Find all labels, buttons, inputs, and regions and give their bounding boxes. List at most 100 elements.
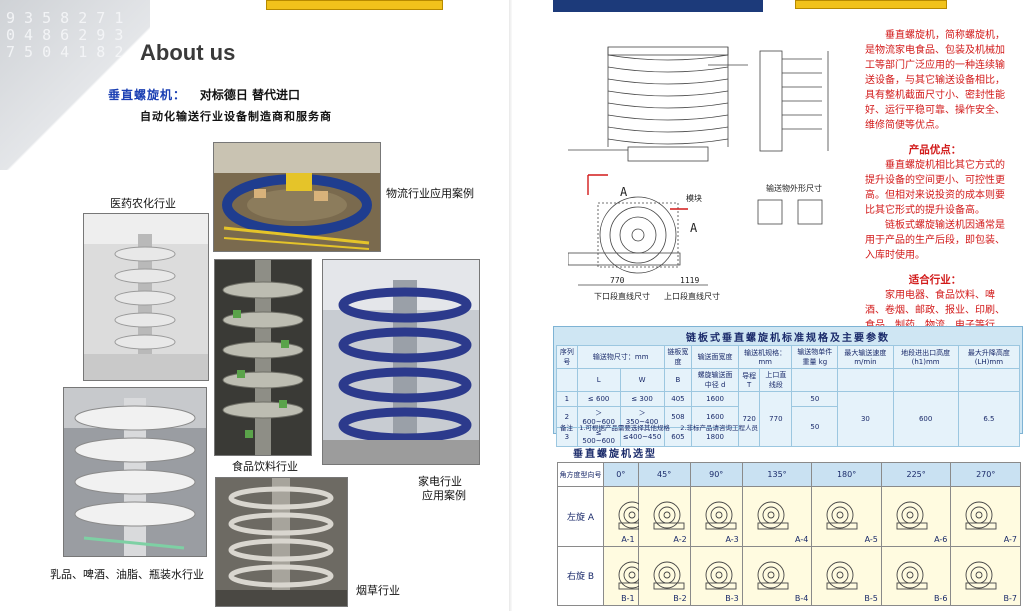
corner-char: 型 [580,470,588,479]
spec-header: 最大升降高度 (LH)mm [957,345,1021,369]
advantages-title: 产品优点： [908,144,962,156]
caption-appliance-2: 应用案例 [422,489,466,502]
product-size-label: 输送物外形尺寸 [766,184,822,193]
angle-header: 135° [741,461,813,488]
selection-code: B-6 [933,594,948,603]
spec-cell: ≤ 600 [576,391,621,407]
selection-cell: B-5 [811,545,882,607]
spec-title: 链板式垂直螺旋机标准规格及主要参数 [686,333,890,344]
selection-cell: A-7 [950,486,1021,547]
selection-cell: B-1 [603,545,650,607]
tobacco-photo [215,477,348,607]
spec-header: 序列号 [556,345,578,369]
row-label-right: 右旋 B [557,545,604,607]
subtagline: 自动化输送行业设备制造商和服务商 [140,110,332,123]
spec-row: 1 ≤ 600 ≤ 300 405 1600 720 770 50 30 600… [556,391,1021,447]
spec-header: 输送机规格：mm [737,345,793,369]
angle-header: 45° [637,461,691,488]
section-a-label-2: A [690,221,698,235]
spec-cell: 1600 [691,391,739,407]
selection-cell: A-4 [741,486,813,547]
in-dim-label: 下口段直线尺寸 [594,292,650,301]
caption-logistics: 物流行业应用案例 [386,187,474,200]
spec-panel: 链板式垂直螺旋机标准规格及主要参数 序列号 输送物尺寸：mm 链板宽度 输送面宽… [553,326,1023,447]
spec-header: 最大输送速度 m/min [837,345,894,369]
angle-header: 225° [880,461,952,488]
caption-tobacco: 烟草行业 [356,584,400,597]
selection-cell: B-3 [689,545,743,607]
spec-cell: 1600 [691,406,739,428]
out-dim-label: 上口段直线尺寸 [664,292,720,301]
selection-code: A-5 [864,534,878,544]
selection-code: B-4 [794,594,809,603]
corner-digit-pattern: 9 3 5 8 2 7 1 0 4 8 6 2 9 3 7 5 0 4 1 8 … [6,9,124,61]
selection-code: B-2 [673,594,687,603]
spec-cell: 508 [663,406,693,428]
advantages-text-1: 垂直螺旋机相比其它方式的提升设备的空间更小、可控性更高。但相对来说投资的成本则要… [865,160,1005,216]
corner-char: 度 [573,470,581,479]
advantages-text-2: 链板式螺旋输送机因通常是用于产品的生产后段，即包装、入库时使用。 [865,220,1005,261]
selection-code: B-5 [864,594,878,603]
top-decor-band [266,0,443,10]
spec-subheader: 导程T [737,368,761,392]
angle-header: 270° [950,461,1021,488]
corner-char: 号 [594,470,602,479]
spec-cell: 3 [556,427,578,447]
spec-cell: ≤ 300 [619,391,665,407]
spec-cell: ≤ 500~600 [576,427,621,447]
row-label-left: 左旋 A [557,486,604,547]
spec-cell-weight: 50 [791,406,839,447]
industries-title: 适合行业： [908,274,962,286]
selection-title: 垂直螺旋机选型 [573,449,657,460]
spec-cell: 405 [663,391,693,407]
spec-row: 2 ＞600~600 ＞350~400 508 1600 50 [556,406,1020,447]
spec-cell: 1 [556,391,578,407]
spec-cell: ≤400~450 [619,427,665,447]
selection-code: A-4 [795,534,809,544]
selection-cell: B-2 [637,545,691,607]
selection-cell: A-3 [689,486,743,547]
selection-table: 角方度型向号 0° 45° 90° 135° 180° 225° 270° 左旋… [557,461,1021,607]
selection-code: A-7 [1003,534,1017,544]
appliance-photo [322,259,480,465]
dim-770: 770 [610,276,625,285]
spec-cell-pitch: 720 [737,391,761,447]
top-navy-band [553,0,763,12]
selection-code: A-1 [621,534,635,544]
spec-header: 螺旋输送面中径 d [691,368,739,392]
corner-char: 向 [587,470,595,479]
page-title: About us [140,40,236,65]
selection-code: B-7 [1003,594,1017,603]
selection-cell: B-7 [950,545,1021,607]
caption-appliance-1: 家电行业 [418,475,462,488]
spec-header: 输送面宽度 [691,345,739,369]
spec-cell-h1: 600 [892,391,959,447]
corner-char: 角 [559,470,567,479]
angle-header: 0° [603,461,639,488]
selection-code: A-2 [673,534,687,544]
caption-dairy: 乳品、啤酒、油脂、瓶装水行业 [50,568,204,581]
spec-cell: 1800 [691,427,739,447]
spec-row: 3 ≤ 500~600 ≤400~450 605 1800 [556,427,1020,447]
caption-food: 食品饮料行业 [232,460,298,473]
food-photo [214,259,312,456]
spec-header-row: 序列号 输送物尺寸：mm 链板宽度 输送面宽度 输送机规格：mm 输送物单件重量… [556,345,1021,369]
spec-subheader: W [619,368,665,392]
intro-text: 垂直螺旋机，简称螺旋机，是物流家电食品、包装及机械加工等部门广泛应用的一种连续输… [865,30,1005,131]
pharma-photo [83,213,209,381]
section-a-label: A [620,185,628,199]
logistics-photo [213,142,381,252]
spec-notes: 备注 1.可根据产品需要选择其他规格 2.非标产品请咨询工程人员 [560,422,758,432]
top-decor-band-right [795,0,947,9]
spec-cell-straight: 770 [759,391,793,447]
spec-note-2: 2.非标产品请咨询工程人员 [680,424,758,432]
tagline: 垂直螺旋机： 对标德日 替代进口 [108,86,300,103]
module-label: 模块 [686,194,702,203]
product-claim: 对标德日 替代进口 [199,88,301,102]
selection-cell: B-6 [880,545,952,607]
spec-header: 链板宽度 [663,345,693,369]
selection-header-row: 角方度型向号 0° 45° 90° 135° 180° 225° 270° [557,461,1021,488]
selection-corner: 角方度型向号 [557,461,604,488]
spec-table: 序列号 输送物尺寸：mm 链板宽度 输送面宽度 输送机规格：mm 输送物单件重量… [556,345,1021,447]
selection-code: B-3 [725,594,739,603]
